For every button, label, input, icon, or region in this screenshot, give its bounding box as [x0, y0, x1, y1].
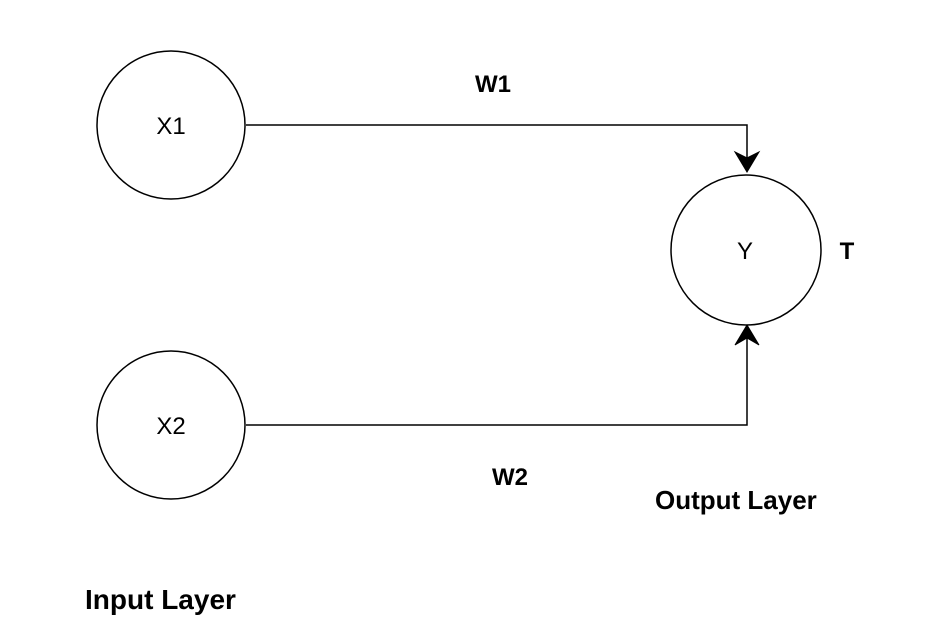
node-y: Y: [670, 174, 822, 326]
threshold-label: T: [840, 238, 855, 265]
node-x2-label: X2: [156, 413, 185, 440]
node-x1: X1: [96, 50, 246, 200]
input-layer-label: Input Layer: [85, 584, 236, 615]
arrowhead-up-icon: [734, 324, 760, 346]
node-x1-label: X1: [156, 113, 185, 140]
node-x2: X2: [96, 350, 246, 500]
weight-w1-label: W1: [475, 71, 511, 98]
node-y-label: Y: [737, 238, 753, 265]
arrowhead-down-icon: [733, 150, 761, 173]
weight-w2-label: W2: [492, 464, 528, 491]
edge-x2-to-y: [246, 324, 760, 426]
output-layer-label: Output Layer: [655, 485, 817, 515]
edge-x1-to-y: [246, 124, 761, 173]
